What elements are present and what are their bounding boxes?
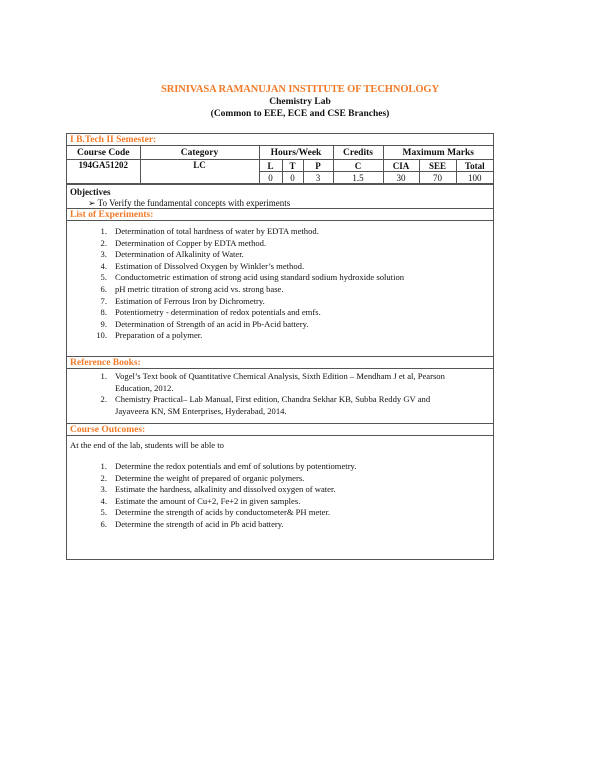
objective-item: ➢ To Verify the fundamental concepts wit… <box>70 198 490 209</box>
c-value: 1.5 <box>332 171 384 184</box>
experiments-list: 1.Determination of total hardness of wat… <box>67 221 493 357</box>
objective-text: To Verify the fundamental concepts with … <box>97 198 291 208</box>
outcomes-intro: At the end of the lab, students will be … <box>70 440 224 450</box>
arrow-bullet-icon: ➢ <box>88 198 96 208</box>
list-item: 6.Determine the strength of acid in Pb a… <box>100 518 284 529</box>
list-item: 6.pH metric titration of strong acid vs.… <box>100 283 284 294</box>
t-value: 0 <box>281 171 304 184</box>
list-item: 4.Estimation of Dissolved Oxygen by Wink… <box>100 260 305 271</box>
course-outcomes-section: At the end of the lab, students will be … <box>67 436 493 559</box>
syllabus-table: I B.Tech II Semester: Course Code Catego… <box>66 133 494 560</box>
list-item: 5.Conductometric estimation of strong ac… <box>100 272 405 283</box>
hours-week-header: Hours/Week <box>258 146 334 160</box>
category-value: LC <box>139 159 260 184</box>
total-value: 100 <box>455 171 493 184</box>
institute-title: SRINIVASA RAMANUJAN INSTITUTE OF TECHNOL… <box>161 84 439 95</box>
reference-books-heading: Reference Books: <box>67 357 493 369</box>
branches-subtitle: (Common to EEE, ECE and CSE Branches) <box>210 109 390 119</box>
list-item: 3.Estimate the hardness, alkalinity and … <box>100 484 336 494</box>
l-value: 0 <box>259 171 283 184</box>
list-item: 1.Vogel’s Text book of Quantitative Chem… <box>100 371 445 393</box>
max-marks-header: Maximum Marks <box>382 146 493 160</box>
list-item: 7.Estimation of Ferrous Iron by Dichrome… <box>100 295 265 306</box>
subject-title: Chemistry Lab <box>269 97 331 107</box>
course-outcomes-heading: Course Outcomes: <box>67 424 493 436</box>
objectives-title: Objectives <box>70 187 111 197</box>
reference-books-list: 1.Vogel’s Text book of Quantitative Chem… <box>67 369 493 424</box>
course-info: Course Code Category Hours/Week Credits … <box>67 146 493 185</box>
course-info-table: Course Code Category Hours/Week Credits … <box>67 146 493 184</box>
experiments-heading: List of Experiments: <box>67 209 493 221</box>
list-item: 2.Determination of Copper by EDTA method… <box>100 237 267 248</box>
list-item: 9.Determination of Strength of an acid i… <box>100 318 309 329</box>
course-code-value: 194GA51202 <box>67 159 141 184</box>
see-value: 70 <box>418 171 457 184</box>
t-header: T <box>281 159 304 172</box>
list-item: 4.Estimate the amount of Cu+2, Fe+2 in g… <box>100 495 301 506</box>
list-item: 10.Preparation of a polymer. <box>96 330 203 341</box>
category-header: Category <box>139 146 260 160</box>
cia-value: 30 <box>382 171 420 184</box>
list-item: 1.Determine the redox potentials and emf… <box>100 461 357 471</box>
list-item: 5.Determine the strength of acids by con… <box>100 507 331 517</box>
l-header: L <box>258 159 283 172</box>
list-item: 1.Determination of total hardness of wat… <box>100 226 319 236</box>
see-header: SEE <box>418 159 457 172</box>
objectives-section: Objectives ➢ To Verify the fundamental c… <box>67 185 493 209</box>
credits-header: Credits <box>332 146 384 160</box>
p-value: 3 <box>302 171 334 184</box>
p-header: P <box>302 159 334 172</box>
list-item: 3.Determination of Alkalinity of Water. <box>100 249 244 260</box>
c-header: C <box>332 159 384 172</box>
cia-header: CIA <box>382 159 420 172</box>
semester-heading: I B.Tech II Semester: <box>67 134 493 146</box>
total-header: Total <box>455 159 493 172</box>
list-item: 2.Determine the weight of prepared of or… <box>100 472 305 483</box>
list-item: 2.Chemistry Practical– Lab Manual, First… <box>100 394 431 416</box>
list-item: 8.Potentiometry - determination of redox… <box>100 307 321 318</box>
course-code-header: Course Code <box>67 146 141 160</box>
